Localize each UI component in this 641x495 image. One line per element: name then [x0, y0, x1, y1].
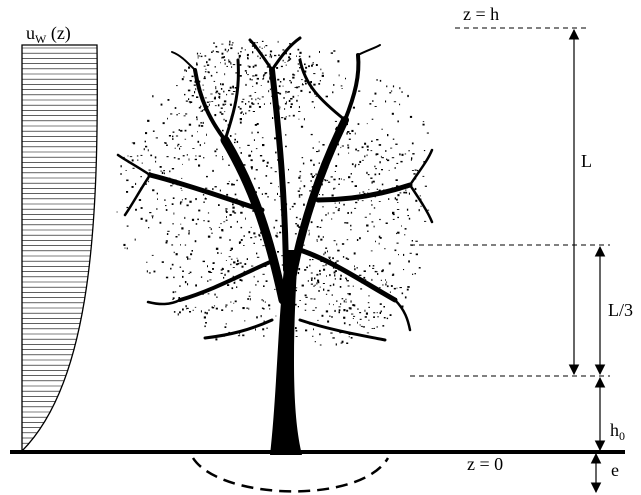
ground-level-label: z = 0 — [467, 454, 503, 474]
top-height-label: z = h — [463, 4, 499, 24]
wind-profile — [21, 44, 98, 453]
wind-profile-label: uW (z) — [26, 23, 71, 46]
trunk-height-label-main: h — [610, 420, 619, 440]
wind-profile-outline — [21, 44, 98, 453]
root-zone-outline — [191, 457, 390, 493]
embedment-label: e — [611, 460, 619, 480]
trunk-height-label: h0 — [610, 420, 625, 443]
wind-profile-label-sub: W — [35, 32, 47, 46]
wind-profile-hatching — [22, 47, 98, 444]
trunk-height-label-sub: 0 — [619, 429, 625, 443]
crown-length-label: L — [581, 151, 592, 171]
lower-third-label: L/3 — [608, 300, 633, 320]
tree-trunk — [270, 250, 302, 455]
tree-branches — [116, 36, 434, 342]
wind-profile-label-main: u — [26, 23, 35, 43]
wind-profile-label-arg: (z) — [46, 23, 70, 44]
tree — [116, 36, 434, 455]
